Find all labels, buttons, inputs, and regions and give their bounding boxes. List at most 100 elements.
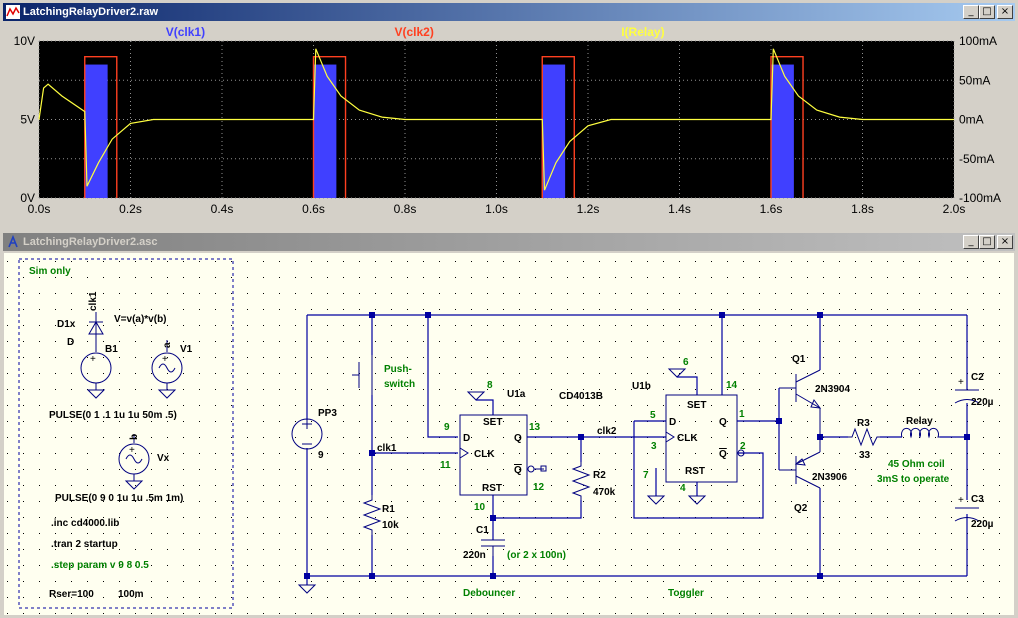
relay-operate-note: 3mS to operate [877, 474, 950, 485]
c2-capacitor[interactable] [954, 389, 980, 404]
tran-directive: .tran 2 startup [51, 539, 118, 550]
trace-name-label: V(clk2) [394, 25, 433, 39]
u1b-pin6: 6 [683, 357, 689, 368]
r1-resistor[interactable] [362, 495, 382, 535]
maximize-button[interactable]: □ [979, 5, 995, 19]
x-tick-label: 0.2s [119, 202, 142, 216]
sim-only-box: Sim only D1x D clk1 V=v(a)*v(b) + B1 [18, 258, 234, 609]
pp3-battery[interactable] [291, 418, 323, 594]
clk1-pulse [771, 64, 794, 198]
u1b-set: SET [687, 400, 706, 411]
close-button[interactable]: × [997, 235, 1013, 249]
clk2-pulse [770, 56, 804, 198]
u1b-pin2: 2 [740, 441, 746, 452]
right-tick-label: 100mA [959, 34, 997, 48]
maximize-button[interactable]: □ [979, 235, 995, 249]
u1b-d: D [669, 417, 676, 428]
b1-source[interactable] [80, 344, 112, 399]
u1b-pin4: 4 [680, 483, 686, 494]
c1-capacitor[interactable] [481, 539, 505, 556]
d-label: D [67, 337, 74, 348]
u1a-rst: RST [482, 483, 502, 494]
x-tick-label: 0.8s [394, 202, 417, 216]
u1b-pin3: 3 [651, 441, 657, 452]
clk1-pulse [84, 64, 108, 198]
v1-label: V1 [180, 344, 193, 355]
schematic-canvas[interactable]: Sim only D1x D clk1 V=v(a)*v(b) + B1 [4, 253, 1014, 615]
c1-note: (or 2 x 100n) [507, 550, 566, 561]
v1-plus: + [162, 354, 168, 365]
vx-plus: + [129, 445, 135, 456]
close-button[interactable]: × [997, 5, 1013, 19]
waveform-window: LatchingRelayDriver2.raw _ □ × 0.0s 0.2s 0… [0, 0, 1018, 232]
right-tick-label: 0mA [959, 113, 984, 127]
u1a-pin9: 9 [444, 422, 450, 433]
q1-transistor[interactable] [779, 369, 822, 437]
q1-label: Q1 [792, 354, 806, 365]
relay-coil-note: 45 Ohm coil [888, 459, 945, 470]
clk1-pulse [313, 64, 337, 198]
u1b-pin1: 1 [739, 409, 745, 420]
clk2-net: clk2 [597, 426, 617, 437]
u1a-q: Q [514, 433, 522, 444]
diode-d1x[interactable] [88, 312, 104, 344]
u1b-pin14: 14 [726, 380, 738, 391]
r3-resistor[interactable] [848, 427, 880, 447]
c2-label: C2 [971, 372, 984, 383]
trace-name-label: V(clk1) [166, 25, 205, 39]
c3-label: C3 [971, 494, 984, 505]
schematic-window: LatchingRelayDriver2.asc _ □ × Sim only … [0, 230, 1018, 618]
r1-label: R1 [382, 504, 395, 515]
c2-plus: + [958, 377, 964, 388]
u1a-d: D [463, 433, 470, 444]
switch-label: switch [384, 379, 415, 390]
trace-name-label: I(Relay) [621, 25, 664, 39]
right-tick-label: -50mA [959, 152, 994, 166]
push-switch[interactable] [352, 355, 373, 395]
x-tick-label: 1.6s [760, 202, 783, 216]
x-tick-label: 0.6s [302, 202, 325, 216]
clk1-net: clk1 [377, 443, 397, 454]
b1-label: B1 [105, 344, 118, 355]
b1-expression: V=v(a)*v(b) [114, 314, 167, 325]
vx-node-b: b [129, 434, 140, 440]
v1-pulse: PULSE(0 1 .1 1u 1u 50m .5) [49, 410, 177, 421]
schematic-title: LatchingRelayDriver2.asc [23, 236, 158, 248]
include-directive: .inc cd4000.lib [51, 518, 119, 529]
u1b-flipflop[interactable] [646, 368, 745, 505]
left-tick-label: 10V [14, 34, 35, 48]
u1b-q: Q [719, 417, 727, 428]
u1a-pin13: 13 [529, 422, 541, 433]
r2-value: 470k [593, 487, 616, 498]
waveform-app-icon [6, 5, 20, 19]
schematic-titlebar[interactable]: LatchingRelayDriver2.asc _ □ × [3, 233, 1015, 251]
r2-resistor[interactable] [571, 462, 591, 500]
b1-plus: + [90, 354, 96, 365]
c3-capacitor[interactable] [954, 507, 980, 522]
u1a-label: U1a [507, 389, 526, 400]
v1-source[interactable] [151, 340, 183, 399]
clk2-pulse [312, 56, 347, 198]
minimize-button[interactable]: _ [963, 235, 979, 249]
u1b-label: U1b [632, 381, 651, 392]
left-tick-label: 0V [20, 191, 35, 205]
vx-source[interactable] [118, 434, 150, 490]
u1a-pin11: 11 [440, 460, 451, 471]
minimize-button[interactable]: _ [963, 5, 979, 19]
q2-transistor[interactable] [779, 437, 821, 489]
x-tick-label: 1.2s [577, 202, 600, 216]
push-label: Push- [384, 364, 412, 375]
relay-coil[interactable] [901, 427, 941, 439]
x-tick-label: 0.0s [28, 202, 51, 216]
u1a-qbar: Q [514, 465, 522, 476]
u1a-flipflop[interactable] [459, 391, 547, 496]
u1a-pin8: 8 [487, 380, 493, 391]
step-directive: .step param v 9 8 0.5 [51, 560, 149, 571]
rser-value: 100m [118, 589, 144, 600]
waveform-titlebar[interactable]: LatchingRelayDriver2.raw _ □ × [3, 3, 1015, 21]
u1b-qbar: Q [719, 449, 727, 460]
clk1-netlabel: clk1 [88, 291, 99, 311]
x-tick-label: 1.0s [485, 202, 508, 216]
u1a-pin10: 10 [474, 502, 486, 513]
